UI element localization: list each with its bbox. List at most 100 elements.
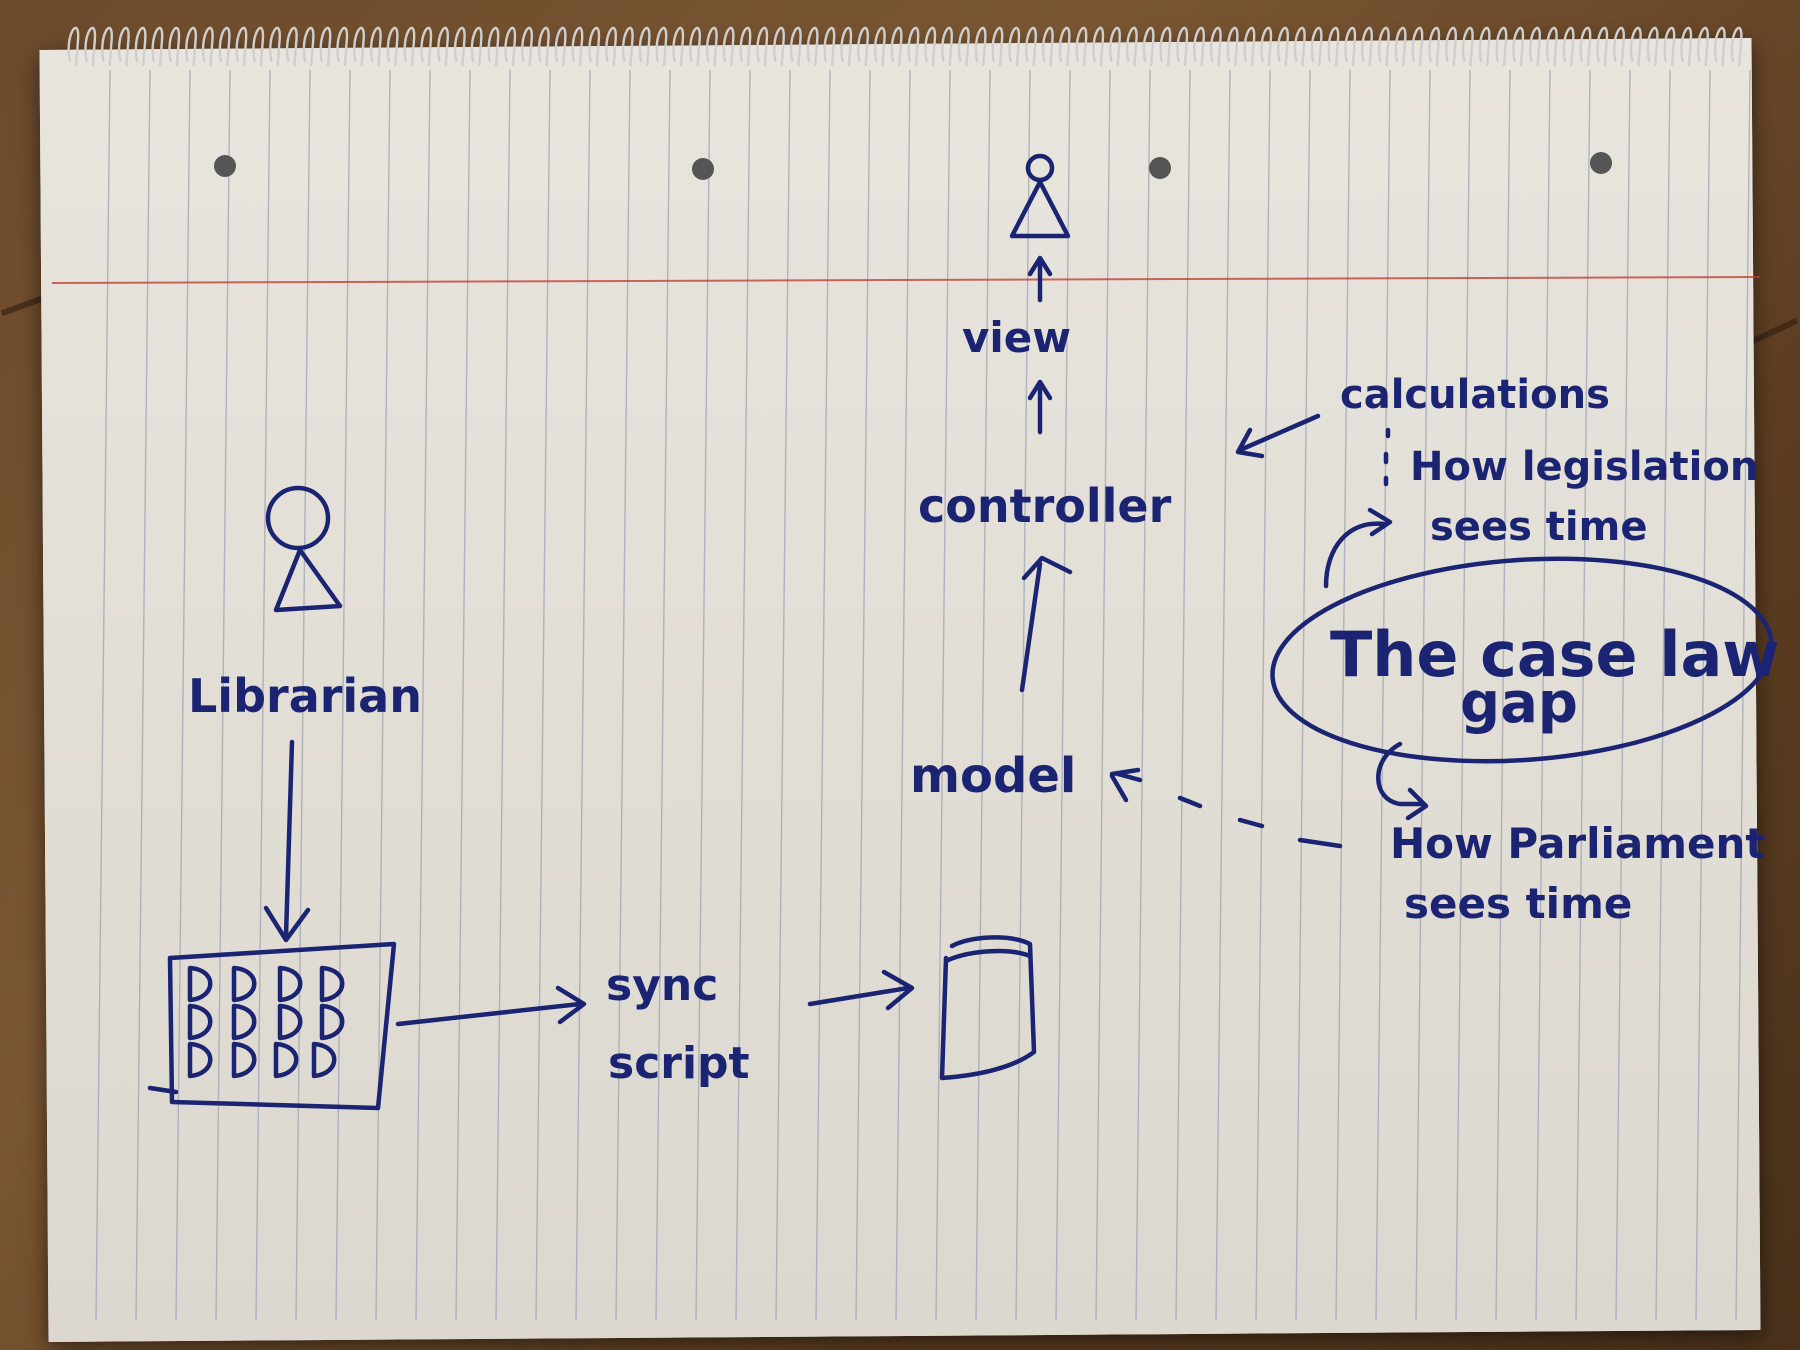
spiral-ring — [655, 26, 668, 67]
spiral-ring — [823, 26, 836, 67]
end-user-stick-figure — [1009, 153, 1071, 239]
spiral-ring — [789, 26, 802, 67]
spiral-ring — [689, 26, 701, 67]
sync-script-label-line1: sync — [606, 960, 718, 1011]
arrow-controller-to-view — [1027, 379, 1053, 435]
sync-script-label-line2: script — [608, 1038, 750, 1089]
rule-line — [815, 69, 831, 1321]
spiral-ring — [369, 26, 382, 67]
spiral-ring — [151, 26, 164, 67]
parliament-label-line1: How Parliament — [1390, 819, 1766, 868]
spiral-ring — [336, 26, 349, 67]
spiral-ring — [319, 26, 332, 67]
arrow-documents-to-sync — [395, 985, 587, 1027]
spiral-ring — [1293, 26, 1306, 67]
spiral-ring — [873, 26, 886, 67]
spiral-ring — [1176, 26, 1189, 67]
spiral-ring — [1697, 26, 1709, 67]
dotted-link-calculations-legislation — [1383, 427, 1391, 487]
spiral-ring — [1243, 26, 1256, 67]
librarian-stick-figure — [265, 485, 343, 613]
spiral-ring — [1596, 26, 1609, 67]
spiral-ring — [924, 26, 937, 67]
spiral-ring — [1209, 26, 1222, 67]
arrow-gap-to-parliament — [1376, 741, 1429, 821]
spiral-ring — [252, 26, 265, 67]
rule-line — [1695, 69, 1711, 1321]
spiral-ring — [1680, 26, 1693, 67]
spiral-ring — [722, 26, 735, 67]
spiral-ring — [806, 26, 819, 67]
rule-line — [1575, 69, 1591, 1321]
spiral-ring — [1478, 26, 1491, 67]
rule-line — [1415, 69, 1431, 1321]
document-glyph — [273, 1041, 299, 1079]
arrow-calculations-to-controller — [1235, 413, 1321, 459]
document-glyph — [319, 965, 345, 1003]
case-law-gap-oval — [1270, 556, 1774, 764]
spiral-ring — [1310, 26, 1323, 67]
rule-line — [415, 69, 431, 1321]
spiral-ring — [218, 26, 231, 67]
document-glyph — [187, 1041, 213, 1079]
spiral-ring — [403, 26, 416, 67]
spiral-ring — [1327, 26, 1340, 67]
spiral-ring — [201, 26, 214, 67]
gap-label-line2: gap — [1460, 671, 1578, 736]
spiral-ring — [840, 26, 853, 67]
spiral-ring — [1377, 26, 1390, 67]
spiral-ring — [1361, 26, 1373, 67]
spiral-ring — [437, 26, 449, 67]
rule-line — [1375, 69, 1391, 1321]
rule-line — [335, 69, 351, 1321]
document-glyph — [231, 1041, 257, 1079]
spiral-ring — [974, 26, 987, 67]
spiral-ring — [1713, 26, 1726, 67]
spiral-ring — [1394, 26, 1407, 67]
spiral-ring — [907, 26, 920, 67]
spiral-ring — [1663, 26, 1676, 67]
spiral-ring — [1092, 26, 1105, 67]
spiral-ring — [1193, 26, 1205, 67]
rule-line — [1095, 69, 1111, 1321]
spiral-ring — [1109, 26, 1121, 67]
spiral-ring — [1125, 26, 1138, 67]
arrow-model-to-controller — [1019, 555, 1073, 693]
rule-line — [655, 69, 671, 1321]
rule-line — [855, 69, 871, 1321]
document-glyph — [311, 1041, 337, 1079]
spiral-ring — [1646, 26, 1659, 67]
spiral-ring — [957, 26, 970, 67]
rule-line — [1615, 69, 1631, 1321]
rule-line — [135, 69, 151, 1321]
spiral-ring — [537, 26, 550, 67]
document-glyph — [319, 1003, 345, 1041]
spiral-ring — [1075, 26, 1088, 67]
rule-line — [895, 69, 911, 1321]
controller-label: controller — [918, 479, 1172, 533]
document-glyph — [187, 965, 213, 1003]
rule-line — [615, 69, 631, 1321]
spiral-ring — [521, 26, 533, 67]
spiral-ring — [504, 26, 517, 67]
rule-line — [255, 69, 271, 1321]
documents-box — [147, 941, 397, 1111]
rule-line — [535, 69, 551, 1321]
rule-line — [295, 69, 311, 1321]
spiral-ring — [1613, 26, 1625, 67]
spiral-ring — [1730, 26, 1743, 67]
view-label: view — [962, 313, 1071, 362]
spiral-ring — [756, 26, 769, 67]
spiral-ring — [890, 26, 903, 67]
spiral-ring — [1025, 26, 1037, 67]
spiral-ring — [705, 26, 718, 67]
spiral-ring — [1344, 26, 1357, 67]
document-glyph — [187, 1003, 213, 1041]
spiral-ring — [386, 26, 399, 67]
spiral-ring — [1260, 26, 1273, 67]
spiral-ring — [1461, 26, 1474, 67]
spiral-ring — [168, 26, 181, 67]
database-icon — [939, 935, 1037, 1081]
spiral-ring — [185, 26, 197, 67]
dashed-arrow-parliament-to-model — [1109, 767, 1343, 849]
